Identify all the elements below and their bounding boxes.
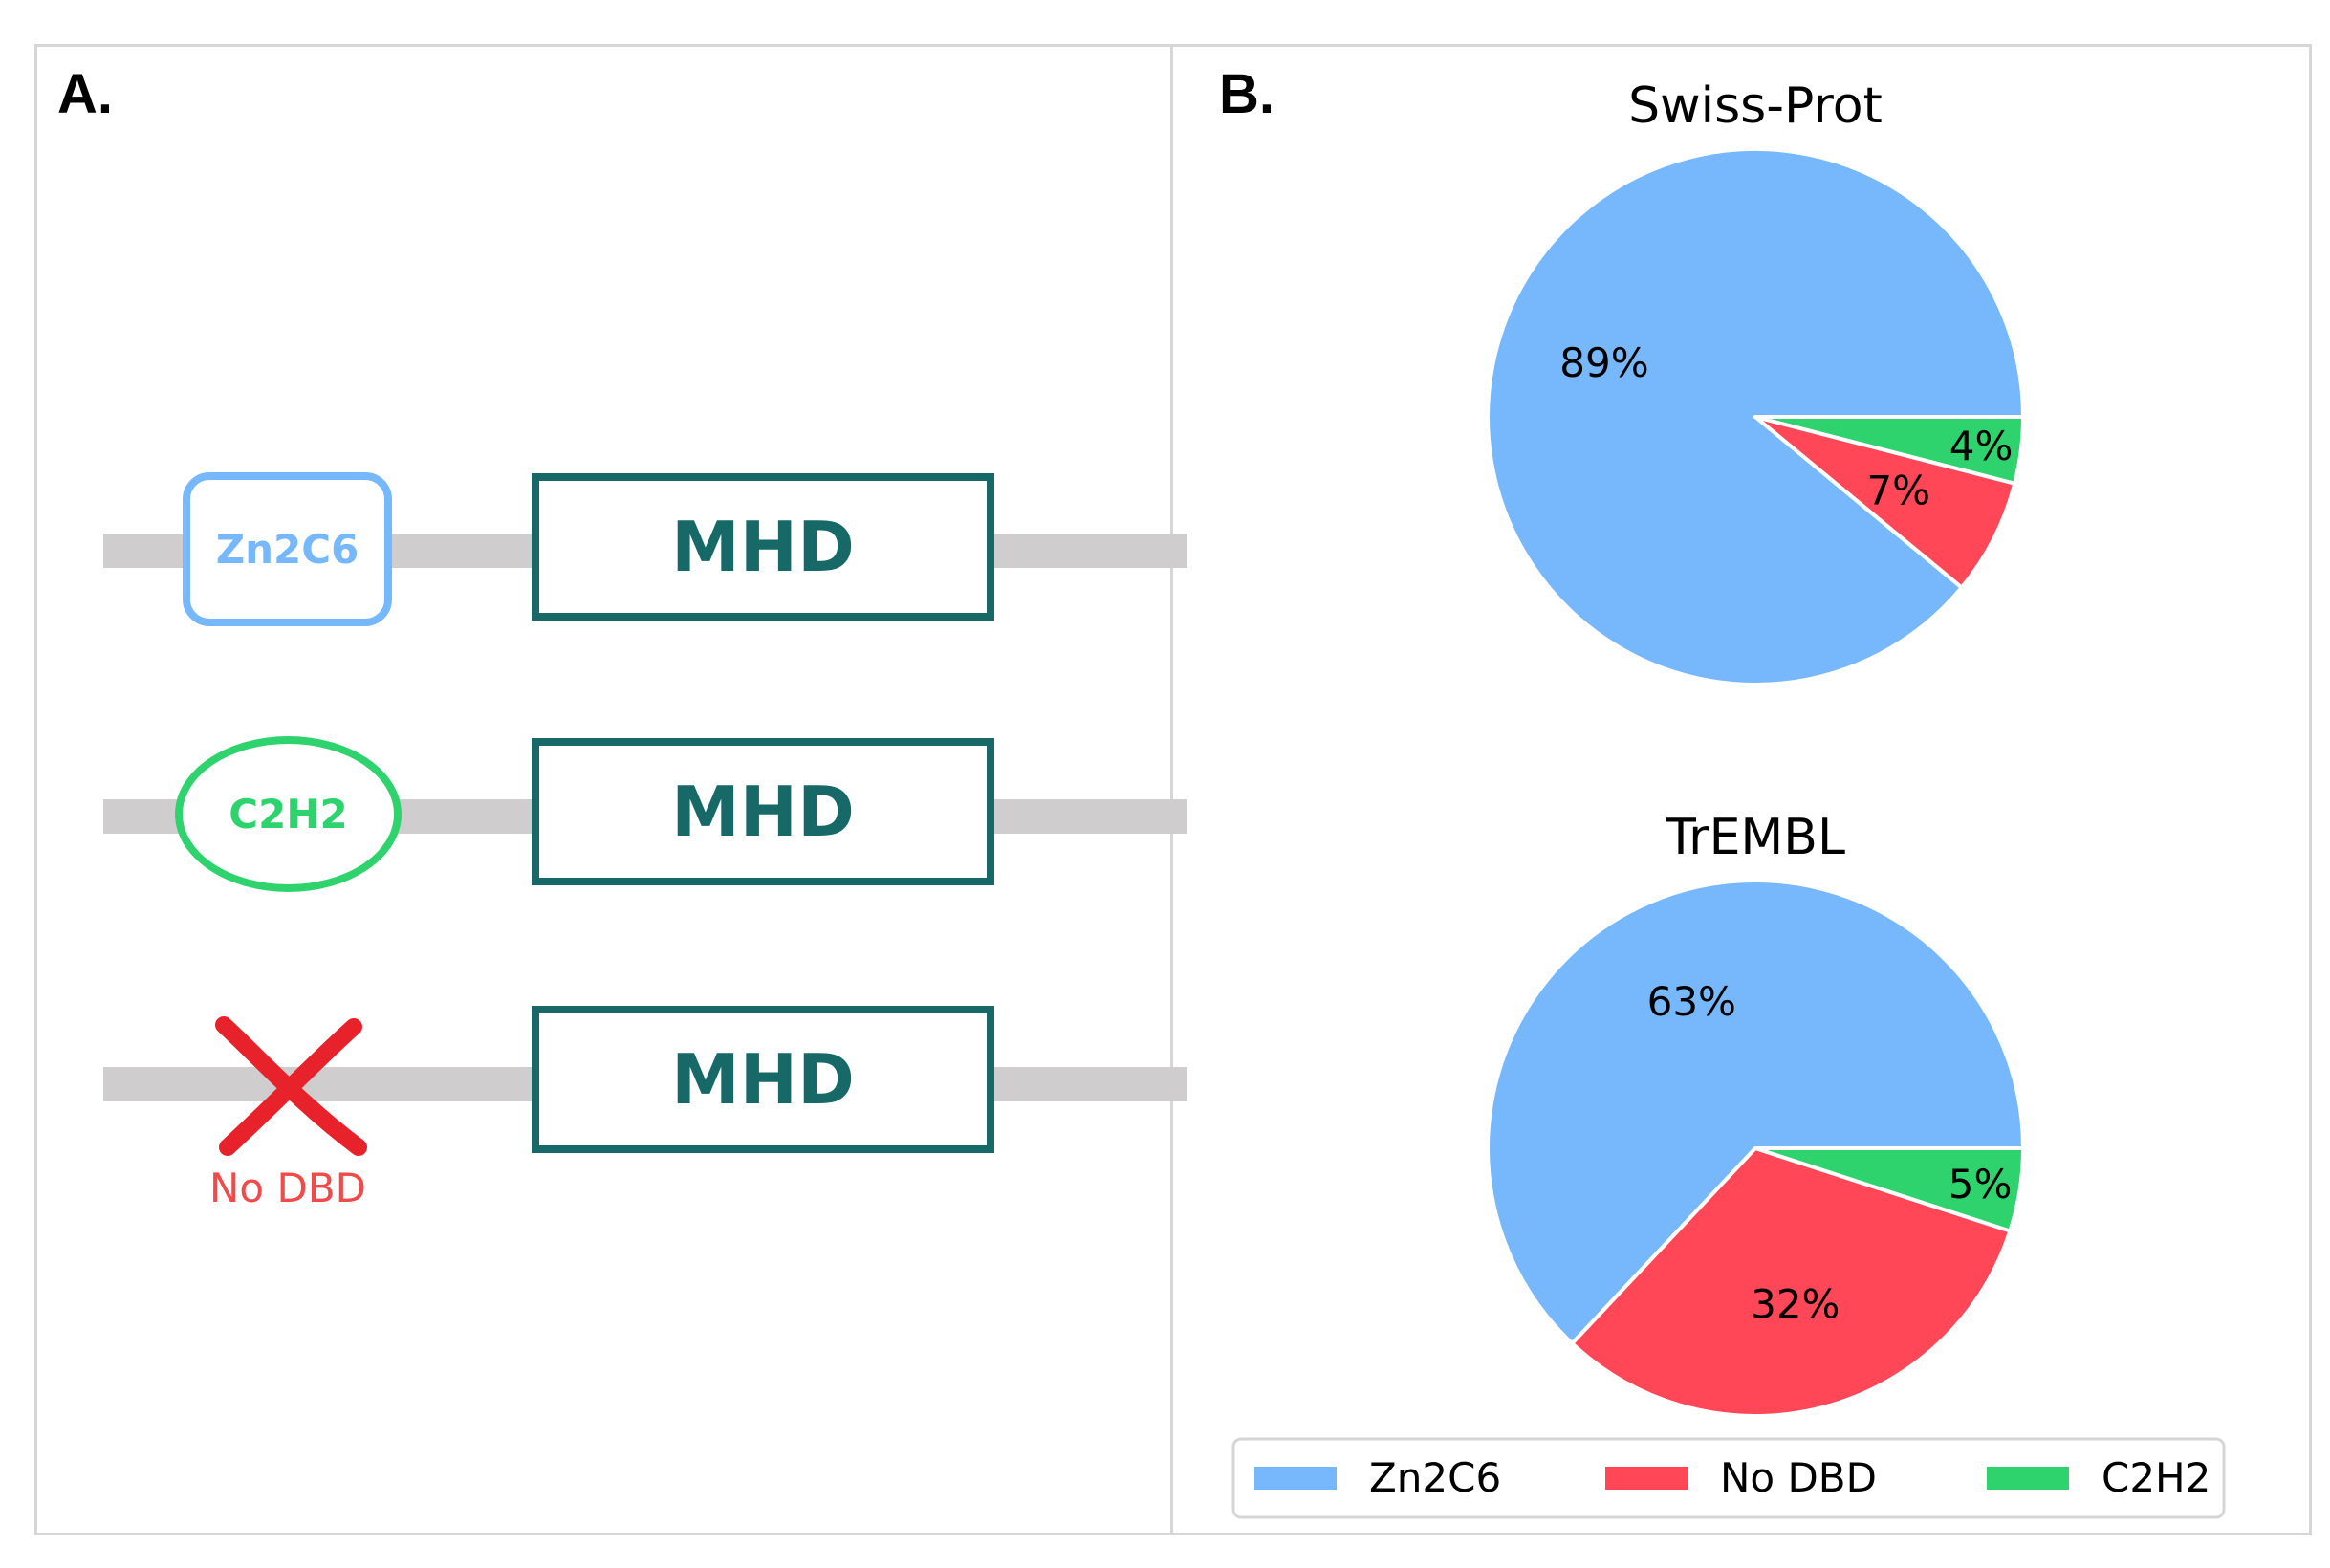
pie-chart-swiss-prot: Swiss-Prot 89% 7% 4% [1486, 77, 2025, 686]
pie-slice-zn2c6 [1486, 147, 2025, 686]
legend-swatch [1605, 1467, 1688, 1490]
mhd-label: MHD [671, 1039, 855, 1120]
pie-slice-c2h2 [1753, 1146, 2025, 1233]
panel-a-label: A. [57, 63, 113, 125]
pie-chart-trembl: TrEMBL 63% 32% 5% [1486, 809, 2025, 1418]
panel-b-label: B. [1219, 63, 1274, 125]
pie-slice-no-dbd [1753, 415, 2017, 590]
zn2c6-label: Zn2C6 [215, 526, 359, 573]
figure-frame [34, 44, 2312, 1535]
chart-legend: Zn2C6 No DBD C2H2 [1231, 1437, 2226, 1519]
panel-divider [1170, 46, 1173, 1534]
mhd-domain-box: MHD [532, 1006, 994, 1153]
pie-slice-zn2c6 [1486, 879, 2025, 1346]
legend-frame [1231, 1437, 2226, 1519]
legend-label: No DBD [1720, 1454, 1877, 1501]
pie-slice-no-dbd [1570, 1146, 2013, 1418]
pie-value-label: 5% [1949, 1161, 2013, 1208]
pie-title: TrEMBL [1665, 809, 1845, 866]
mhd-domain-box: MHD [532, 473, 994, 621]
pie-charts: Swiss-Prot 89% 7% 4% TrEMBL 63% 32% 5% Zn2C6 No… [1231, 77, 2226, 1519]
pie-value-label: 89% [1559, 339, 1648, 386]
mhd-domain-box: MHD [532, 738, 994, 885]
legend-swatch [1987, 1467, 2069, 1490]
cross-mark-icon [215, 1016, 367, 1156]
legend-swatch [1254, 1467, 1337, 1490]
zn2c6-domain-box: Zn2C6 [183, 472, 392, 626]
pie-title: Swiss-Prot [1628, 77, 1883, 135]
legend-label: Zn2C6 [1369, 1454, 1501, 1501]
mhd-label: MHD [671, 507, 855, 587]
c2h2-label: C2H2 [229, 791, 348, 838]
c2h2-domain-oval: C2H2 [175, 736, 402, 892]
mhd-label: MHD [671, 772, 855, 852]
pie-value-label: 32% [1751, 1281, 1840, 1328]
pie-value-label: 63% [1647, 978, 1736, 1025]
pie-value-label: 7% [1866, 467, 1930, 513]
pie-slice-c2h2 [1753, 415, 2025, 486]
legend-label: C2H2 [2101, 1454, 2210, 1501]
pie-value-label: 4% [1949, 423, 2014, 469]
no-dbd-label: No DBD [209, 1165, 366, 1211]
